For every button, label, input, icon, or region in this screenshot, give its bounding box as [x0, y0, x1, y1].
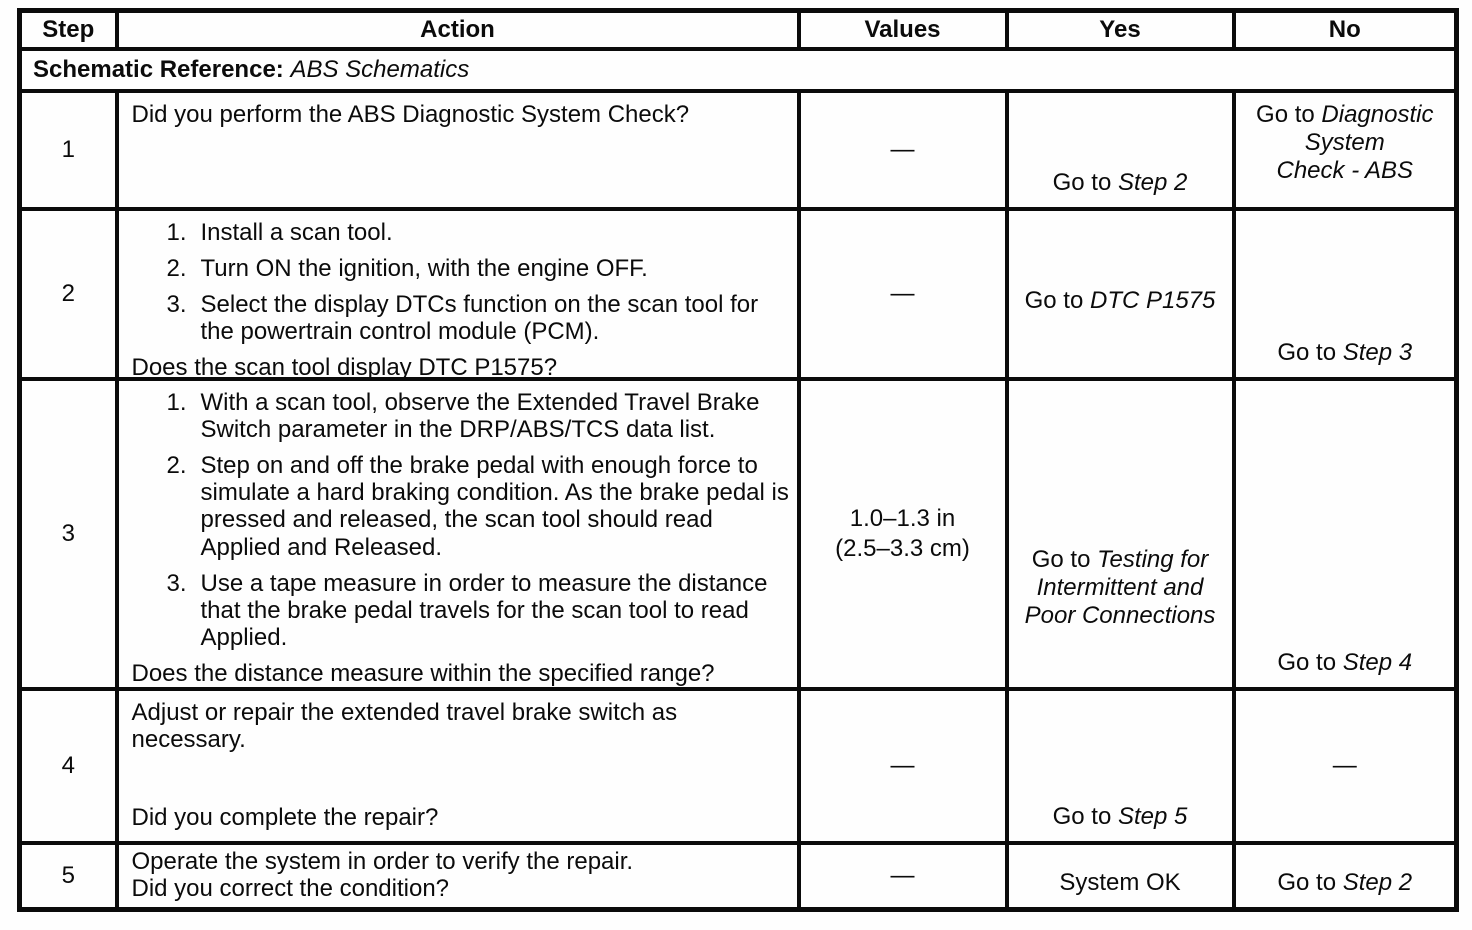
- values-cell: —: [796, 687, 1009, 845]
- values-placeholder-dash: —: [890, 136, 915, 163]
- diagnostic-table: Step Action Values Yes No Schematic Refe…: [17, 8, 1459, 912]
- goto-reference: Go to Step 2: [1277, 868, 1413, 896]
- step-number: 1: [17, 89, 119, 211]
- step-number: 5: [17, 841, 119, 912]
- table-row-step-2: 2 1.Install a scan tool. 2.Turn ON the i…: [17, 207, 1459, 381]
- values-cell: —: [796, 89, 1009, 211]
- table-row-step-5: 5 Operate the system in order to verify …: [17, 841, 1459, 912]
- action-cell: 1.With a scan tool, observe the Extended…: [114, 377, 801, 691]
- list-item: 3.Select the display DTCs function on th…: [166, 291, 759, 346]
- values-cell: —: [796, 207, 1009, 381]
- list-item: 2.Step on and off the brake pedal with e…: [166, 452, 789, 561]
- action-question: Did you complete the repair?: [131, 803, 439, 831]
- step-number: 3: [17, 377, 119, 691]
- action-steps-list: 1.With a scan tool, observe the Extended…: [167, 389, 791, 660]
- goto-reference: Go to Step 2: [1052, 168, 1188, 196]
- table-row-step-1: 1 Did you perform the ABS Diagnostic Sys…: [17, 89, 1459, 211]
- list-item: 3.Use a tape measure in order to measure…: [166, 569, 768, 651]
- values-cell: —: [796, 841, 1009, 912]
- schematic-reference-row: Schematic Reference: ABS Schematics: [17, 47, 1459, 93]
- yes-cell: Go to Testing for Intermittent and Poor …: [1004, 377, 1236, 691]
- list-item: 1.With a scan tool, observe the Extended…: [166, 389, 760, 444]
- no-placeholder-dash: —: [1332, 752, 1357, 779]
- values-placeholder-dash: —: [890, 280, 915, 307]
- col-header-yes: Yes: [1004, 8, 1236, 51]
- col-header-values: Values: [796, 8, 1009, 51]
- action-question: Does the distance measure within the spe…: [131, 659, 715, 687]
- list-item: 2.Turn ON the ignition, with the engine …: [166, 255, 648, 283]
- goto-reference: Go to Step 4: [1277, 648, 1413, 676]
- goto-reference: Go to Diagnostic System Check - ABS: [1256, 101, 1434, 185]
- schematic-reference-cell: Schematic Reference: ABS Schematics: [17, 47, 1459, 93]
- step-number: 2: [17, 207, 119, 381]
- col-header-no: No: [1231, 8, 1459, 51]
- action-instruction: Adjust or repair the extended travel bra…: [131, 699, 678, 754]
- action-steps-list: 1.Install a scan tool. 2.Turn ON the ign…: [167, 219, 791, 354]
- schematic-reference-value: ABS Schematics: [290, 56, 470, 83]
- values-range-line1: 1.0–1.3 in: [849, 505, 956, 532]
- no-cell: Go to Step 3: [1231, 207, 1459, 381]
- action-instruction: Operate the system in order to verify th…: [131, 848, 634, 875]
- action-cell: Did you perform the ABS Diagnostic Syste…: [114, 89, 801, 211]
- values-placeholder-dash: —: [890, 752, 915, 779]
- yes-cell: Go to Step 2: [1004, 89, 1236, 211]
- action-cell: 1.Install a scan tool. 2.Turn ON the ign…: [114, 207, 801, 381]
- values-range-line2: (2.5–3.3 cm): [835, 535, 970, 562]
- table-row-step-4: 4 Adjust or repair the extended travel b…: [17, 687, 1459, 845]
- no-cell: Go to Diagnostic System Check - ABS: [1231, 89, 1459, 211]
- goto-reference: Go to DTC P1575: [1024, 286, 1216, 314]
- col-header-step: Step: [17, 8, 119, 51]
- goto-reference: Go to Testing for Intermittent and Poor …: [1024, 545, 1216, 630]
- values-placeholder-dash: —: [890, 862, 915, 889]
- col-header-action: Action: [114, 8, 801, 51]
- system-ok-text: System OK: [1059, 868, 1181, 896]
- action-question: Did you perform the ABS Diagnostic Syste…: [131, 101, 690, 128]
- action-cell: Adjust or repair the extended travel bra…: [114, 687, 801, 845]
- no-cell: Go to Step 2: [1231, 841, 1459, 912]
- goto-reference: Go to Step 3: [1277, 338, 1413, 366]
- values-cell: 1.0–1.3 in (2.5–3.3 cm): [796, 377, 1009, 691]
- step-number: 4: [17, 687, 119, 845]
- goto-reference: Go to Step 5: [1052, 802, 1188, 830]
- table-row-step-3: 3 1.With a scan tool, observe the Extend…: [17, 377, 1459, 691]
- action-cell: Operate the system in order to verify th…: [114, 841, 801, 912]
- yes-cell: Go to DTC P1575: [1004, 207, 1236, 381]
- no-cell: Go to Step 4: [1231, 377, 1459, 691]
- list-item: 1.Install a scan tool.: [166, 219, 393, 246]
- action-question: Does the scan tool display DTC P1575?: [131, 354, 558, 379]
- yes-cell: Go to Step 5: [1004, 687, 1236, 845]
- action-question: Did you correct the condition?: [131, 875, 450, 903]
- table-header-row: Step Action Values Yes No: [17, 8, 1459, 51]
- yes-cell: System OK: [1004, 841, 1236, 912]
- schematic-reference-label: Schematic Reference:: [33, 56, 284, 83]
- no-cell: —: [1231, 687, 1459, 845]
